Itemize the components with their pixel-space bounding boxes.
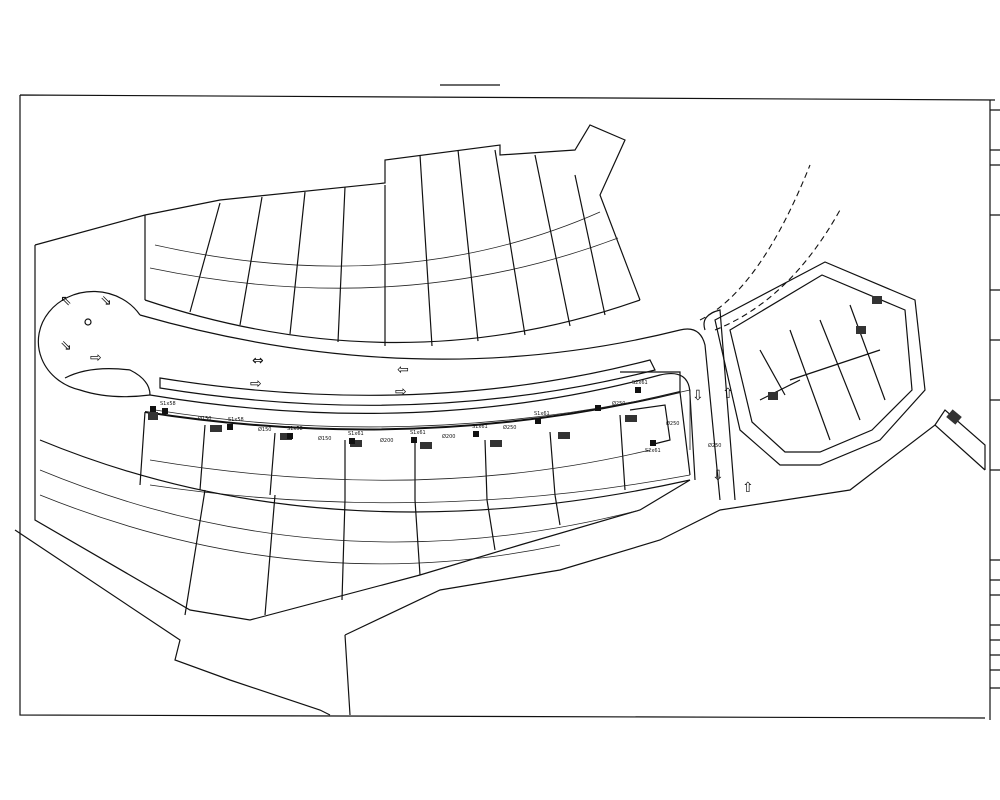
- pipe-label: Ø150: [318, 435, 331, 442]
- pipe-label: Ø250: [503, 424, 516, 431]
- manhole-icon: [473, 431, 479, 437]
- drainage-line: S1x58 S1x58 S1x58 S1x61 S1x61 S1x61 S1x6…: [150, 380, 721, 454]
- south-east-edge: [344, 634, 351, 716]
- arrow-icon: ⇨: [90, 350, 102, 366]
- pipe-label: Ø250: [708, 442, 721, 449]
- pipe-label: Ø250: [612, 400, 625, 407]
- manhole-icon: [150, 406, 156, 412]
- arrow-icon: ⇦: [397, 362, 409, 378]
- manhole-label: S1x58: [228, 417, 244, 423]
- pipe-label: Ø150: [198, 415, 211, 422]
- pipe-label: Ø200: [442, 433, 455, 440]
- manhole-icon: [635, 387, 641, 393]
- east-stair-hatch: [946, 409, 962, 425]
- manhole-label: S1x61: [534, 411, 550, 417]
- manhole-label: S1x58: [160, 401, 176, 407]
- arrow-icon: ⇘: [100, 293, 112, 309]
- arrow-icon: ⇧: [742, 480, 754, 496]
- arrow-icon: ⇩: [692, 388, 704, 404]
- access-road-edge: [703, 309, 736, 501]
- manhole-label: S2x61: [632, 380, 648, 386]
- manhole-label: S2x61: [645, 448, 661, 454]
- lower-lots: [39, 439, 691, 616]
- upper-lots: [144, 149, 641, 347]
- arrow-icon: ⇔: [252, 353, 264, 369]
- arrow-icon: ⇖: [60, 293, 72, 309]
- pipe-label: Ø200: [380, 437, 393, 444]
- manhole-icon: [287, 433, 293, 439]
- manhole-icon: [535, 418, 541, 424]
- pipe-label: Ø250: [666, 420, 679, 427]
- manhole-icon: [349, 438, 355, 444]
- lower-site-boundary: [34, 245, 691, 621]
- manhole-label: S1x61: [472, 424, 488, 430]
- south-boundary: [14, 529, 331, 716]
- future-road-edge-2: [714, 209, 841, 331]
- traffic-arrows: ⇖ ⇘ ⇘ ⇨ ⇔ ⇨ ⇦ ⇨ ⇩ ⇧ ⇩ ⇧: [60, 293, 754, 496]
- east-stair: [934, 409, 986, 470]
- sheet-border: [19, 94, 996, 719]
- title-block: [989, 100, 1000, 720]
- arrow-icon: ⇘: [60, 338, 72, 354]
- pipe-label: Ø150: [258, 426, 271, 433]
- manhole-icon: [595, 405, 601, 411]
- upper-site-boundary: [34, 124, 641, 301]
- right-building-block: [714, 261, 926, 466]
- south-east-boundary: [344, 424, 986, 636]
- manhole-icon: [227, 424, 233, 430]
- arrow-icon: ⇨: [395, 384, 407, 400]
- manhole-label: S1x58: [287, 426, 303, 432]
- manhole-label: S1x61: [348, 431, 364, 437]
- manhole-icon: [162, 408, 168, 414]
- arrow-icon: ⇧: [722, 386, 734, 402]
- arrow-icon: ⇩: [712, 468, 724, 484]
- manhole-icon: [411, 437, 417, 443]
- manhole-label: S1x61: [410, 430, 426, 436]
- road: [37, 290, 721, 501]
- arrow-icon: ⇨: [250, 376, 262, 392]
- manhole-icon: [650, 440, 656, 446]
- future-road-edge-1: [699, 164, 811, 321]
